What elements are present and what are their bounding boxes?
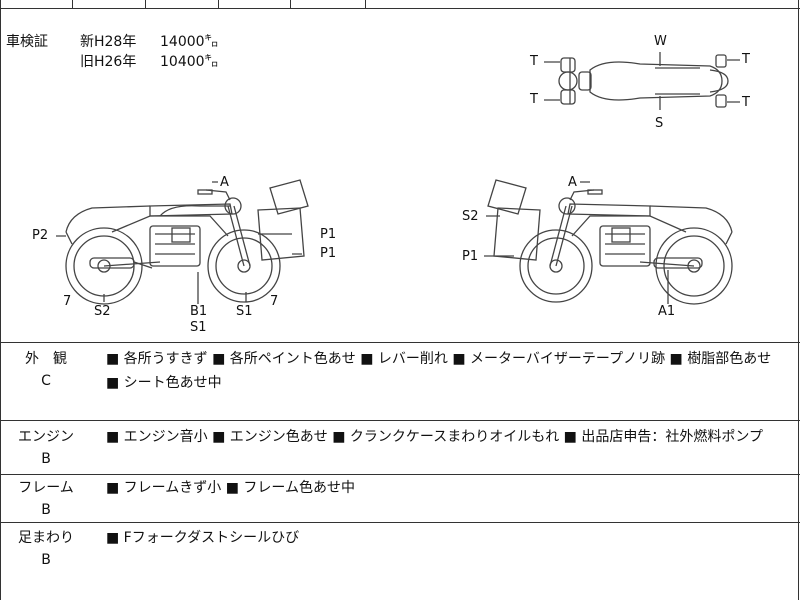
section-suspension-category: 足まわり B [6, 527, 86, 571]
top-row-tick [290, 0, 291, 8]
inspection-old-label: 旧H26年 [80, 54, 137, 70]
section-name: 足まわり [18, 530, 74, 546]
section-grade: B [41, 451, 51, 467]
top-row-tick [72, 0, 73, 8]
top-view-label-s: S [655, 116, 664, 131]
section-name: 外 観 [25, 351, 67, 367]
section-name: フレーム [18, 480, 74, 496]
left-view-label-s1: S1 [236, 304, 253, 319]
left-view-label-p1: P1 [320, 227, 337, 242]
section-divider [0, 420, 800, 421]
left-view-label-p1: P1 [320, 246, 337, 261]
right-view-label-a1: A1 [658, 304, 676, 319]
top-row-tick [145, 0, 146, 8]
top-view-label-t: T [742, 95, 750, 110]
top-row-tick [365, 0, 366, 8]
left-view-label-s1: S1 [190, 320, 207, 335]
right-view-label-p1: P1 [462, 249, 479, 264]
top-view-label-t: T [530, 54, 538, 69]
inspection-new-km: 14000㌔ [160, 34, 219, 50]
section-exterior-items: ■ 各所うすきず ■ 各所ペイント色あせ ■ レバー削れ ■ メーターバイザーテ… [106, 351, 772, 391]
section-frame-category: フレーム B [6, 477, 86, 521]
top-view-label-w: W [654, 34, 667, 49]
section-engine-items: ■ エンジン音小 ■ エンジン色あせ ■ クランクケースまわりオイルもれ ■ 出… [106, 429, 763, 445]
left-view-label-s2: S2 [94, 304, 111, 319]
section-name: エンジン [18, 429, 74, 445]
left-view-label-7: 7 [270, 294, 279, 309]
inspection-new-label: 新H28年 [80, 34, 137, 50]
frame-right-border [798, 0, 799, 600]
section-frame-items: ■ フレームきず小 ■ フレーム色あせ中 [106, 480, 355, 496]
section-divider [0, 522, 800, 523]
top-view-label-t: T [530, 92, 538, 107]
left-view-label-7: 7 [63, 294, 72, 309]
inspection-old-km: 10400㌔ [160, 54, 219, 70]
left-view-label-a: A [220, 175, 229, 190]
section-grade: B [41, 552, 51, 568]
section-divider [0, 342, 800, 343]
right-view-label-a: A [568, 175, 577, 190]
section-exterior-category: 外 観 C [6, 348, 86, 392]
section-divider [0, 474, 800, 475]
right-view-label-s2: S2 [462, 209, 479, 224]
top-row-tick [218, 0, 219, 8]
section-engine-category: エンジン B [6, 426, 86, 470]
section-grade: B [41, 502, 51, 518]
inspection-title: 車検証 [6, 34, 48, 50]
section-suspension-items: ■ Fフォークダストシールひび [106, 530, 300, 546]
left-view-label-p2: P2 [32, 228, 49, 243]
left-view-label-b1: B1 [190, 304, 208, 319]
frame-left-border [0, 0, 1, 600]
top-row-divider [0, 8, 800, 9]
section-grade: C [41, 373, 51, 389]
top-view-label-t: T [742, 52, 750, 67]
